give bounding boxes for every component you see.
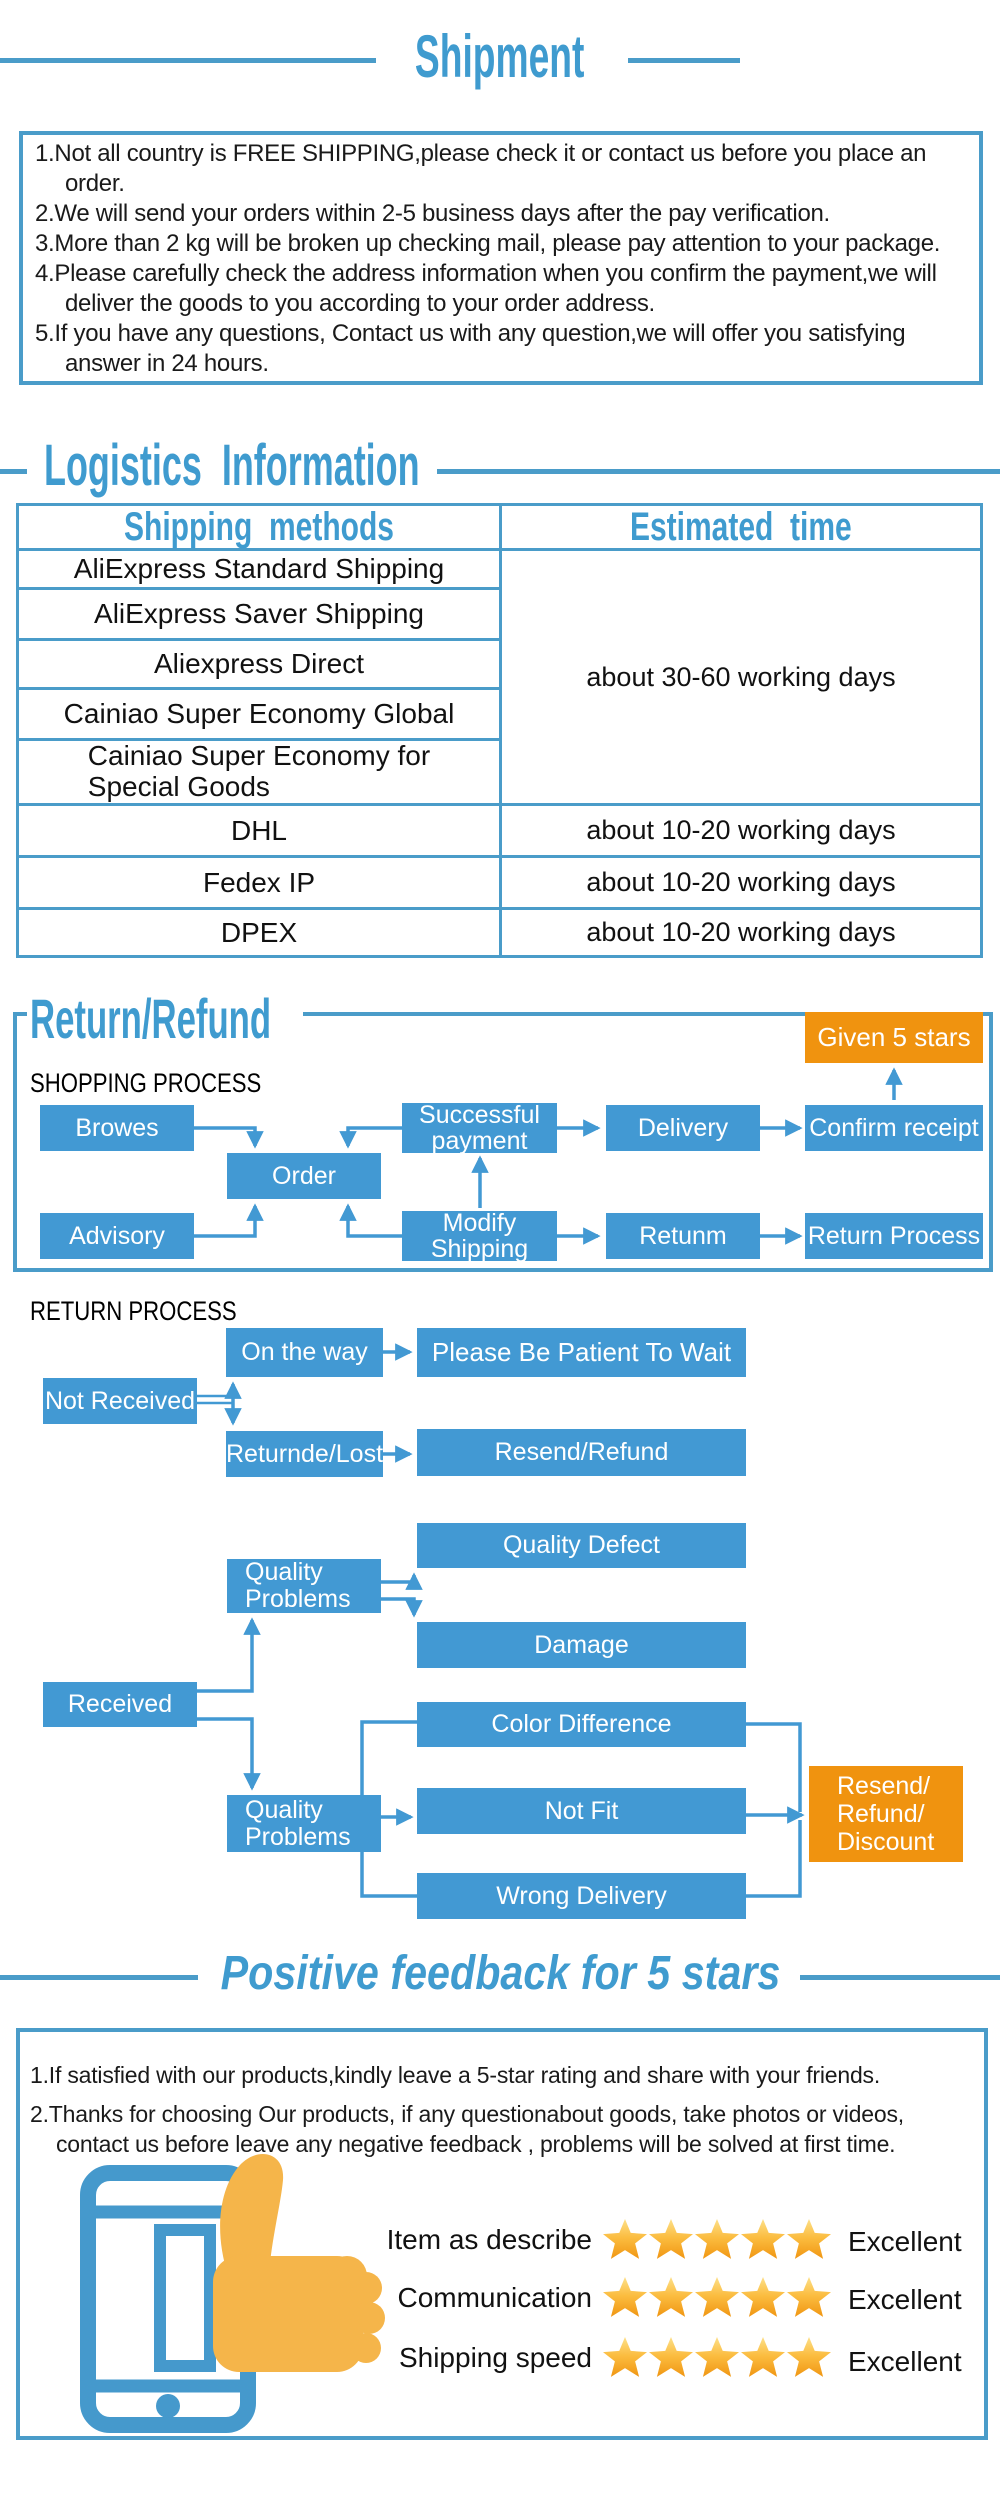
table-line: [19, 587, 499, 590]
shipment-rule-right: [628, 58, 740, 63]
flow-node-retunm: Retunm: [606, 1213, 760, 1259]
flow-node-on-the-way: On the way: [226, 1328, 383, 1377]
table-cell-method: Fedex IP: [202, 866, 316, 898]
flow-node-resend-refund-discount: Resend/ Refund/ Discount: [809, 1766, 963, 1862]
feedback-title: Positive feedback for 5 stars: [220, 1947, 780, 2000]
feedback-rule-left: [0, 1975, 198, 1980]
flow-node-successful-payment: Successful payment: [402, 1102, 557, 1154]
flow-node-quality-problems-2: Quality Problems: [227, 1795, 381, 1852]
rating-grade: Excellent: [848, 2346, 962, 2377]
flow-node-returnde-lost: Returnde/Lost: [226, 1431, 383, 1477]
shipment-note: 4.Please carefully check the address inf…: [35, 260, 937, 317]
flow-node-wrong-delivery: Wrong Delivery: [417, 1873, 746, 1919]
table-cell-method: Cainiao Super Economy for Special Goods: [87, 740, 431, 802]
shipment-note: 2.We will send your orders within 2-5 bu…: [35, 200, 830, 227]
rating-grade: Excellent: [848, 2284, 962, 2315]
table-cell-method: AliExpress Saver Shipping: [94, 598, 424, 629]
table-cell-method: Aliexpress Direct: [153, 648, 365, 679]
table-cell-method: DPEX: [220, 916, 298, 948]
flow-node-advisory: Advisory: [40, 1213, 194, 1259]
table-line: [19, 803, 980, 806]
flow-node-delivery: Delivery: [606, 1105, 760, 1151]
logistics-rule-left: [0, 469, 27, 474]
flow-node-received: Received: [43, 1682, 197, 1727]
flow-node-order: Order: [227, 1153, 381, 1199]
flow-node-damage: Damage: [417, 1622, 746, 1668]
flow-node-not-received: Not Received: [43, 1378, 197, 1424]
title-gap-mask: [27, 1008, 303, 1022]
shipment-note: 1.Not all country is FREE SHIPPING,pleas…: [35, 140, 927, 197]
shopping-process-label: SHOPPING PROCESS: [30, 1068, 262, 1098]
table-cell-time: about 10-20 working days: [586, 917, 896, 947]
column-header-estimated-time: Estimated time: [630, 504, 852, 549]
flow-node-given-5-stars: Given 5 stars: [805, 1012, 983, 1063]
flow-node-confirm-receipt: Confirm receipt: [805, 1105, 983, 1151]
shipment-note: 5.If you have any questions, Contact us …: [35, 320, 906, 377]
table-line: [19, 738, 499, 741]
logistics-title: Logistics Information: [44, 433, 420, 498]
column-header-shipping-methods: Shipping methods: [123, 504, 394, 549]
flow-node-be-patient: Please Be Patient To Wait: [417, 1328, 746, 1377]
flow-node-quality-defect: Quality Defect: [417, 1523, 746, 1568]
table-line: [19, 638, 499, 641]
feedback-note: 2.Thanks for choosing Our products, if a…: [30, 2101, 904, 2157]
feedback-rule-right: [800, 1975, 1000, 1980]
table-line: [19, 855, 980, 858]
table-cell-method: AliExpress Standard Shipping: [73, 553, 445, 584]
table-divider-vertical: [499, 506, 502, 955]
table-cell-method: DHL: [230, 814, 287, 846]
return-refund-title: Return/Refund: [30, 987, 272, 1050]
table-cell-group-time: about 30-60 working days: [586, 661, 896, 692]
shipment-title: Shipment: [415, 23, 585, 90]
table-line: [19, 907, 980, 910]
return-process-label: RETURN PROCESS: [30, 1296, 237, 1326]
flow-node-quality-problems-1: Quality Problems: [227, 1559, 381, 1613]
flow-node-resend-refund: Resend/Refund: [417, 1429, 746, 1476]
table-line: [19, 687, 499, 690]
table-cell-method: Cainiao Super Economy Global: [63, 698, 455, 729]
rating-label: Shipping speed: [398, 2342, 592, 2373]
flow-node-return-process: Return Process: [805, 1213, 983, 1259]
flow-node-modify-shipping: Modify Shipping: [402, 1210, 557, 1262]
logistics-rule-right: [437, 469, 1000, 474]
rating-label: Communication: [397, 2282, 592, 2313]
table-cell-time: about 10-20 working days: [586, 867, 896, 897]
flow-node-browes: Browes: [40, 1105, 194, 1151]
feedback-note: 1.If satisfied with our products,kindly …: [30, 2062, 881, 2088]
shipment-notes-box: 1.Not all country is FREE SHIPPING,pleas…: [19, 131, 983, 385]
table-cell-time: about 10-20 working days: [586, 815, 896, 845]
shipment-header: Shipment: [0, 22, 1000, 91]
feedback-header: Positive feedback for 5 stars: [0, 1946, 1000, 2001]
rating-grade: Excellent: [848, 2226, 962, 2257]
rating-label: Item as describe: [386, 2224, 592, 2255]
shipment-rule-left: [0, 58, 376, 63]
flow-node-not-fit: Not Fit: [417, 1788, 746, 1834]
logistics-table: Shipping methods Estimated time AliExpre…: [16, 503, 983, 958]
table-line: [19, 548, 980, 551]
flow-node-color-difference: Color Difference: [417, 1702, 746, 1747]
shipment-note: 3.More than 2 kg will be broken up check…: [35, 230, 941, 257]
